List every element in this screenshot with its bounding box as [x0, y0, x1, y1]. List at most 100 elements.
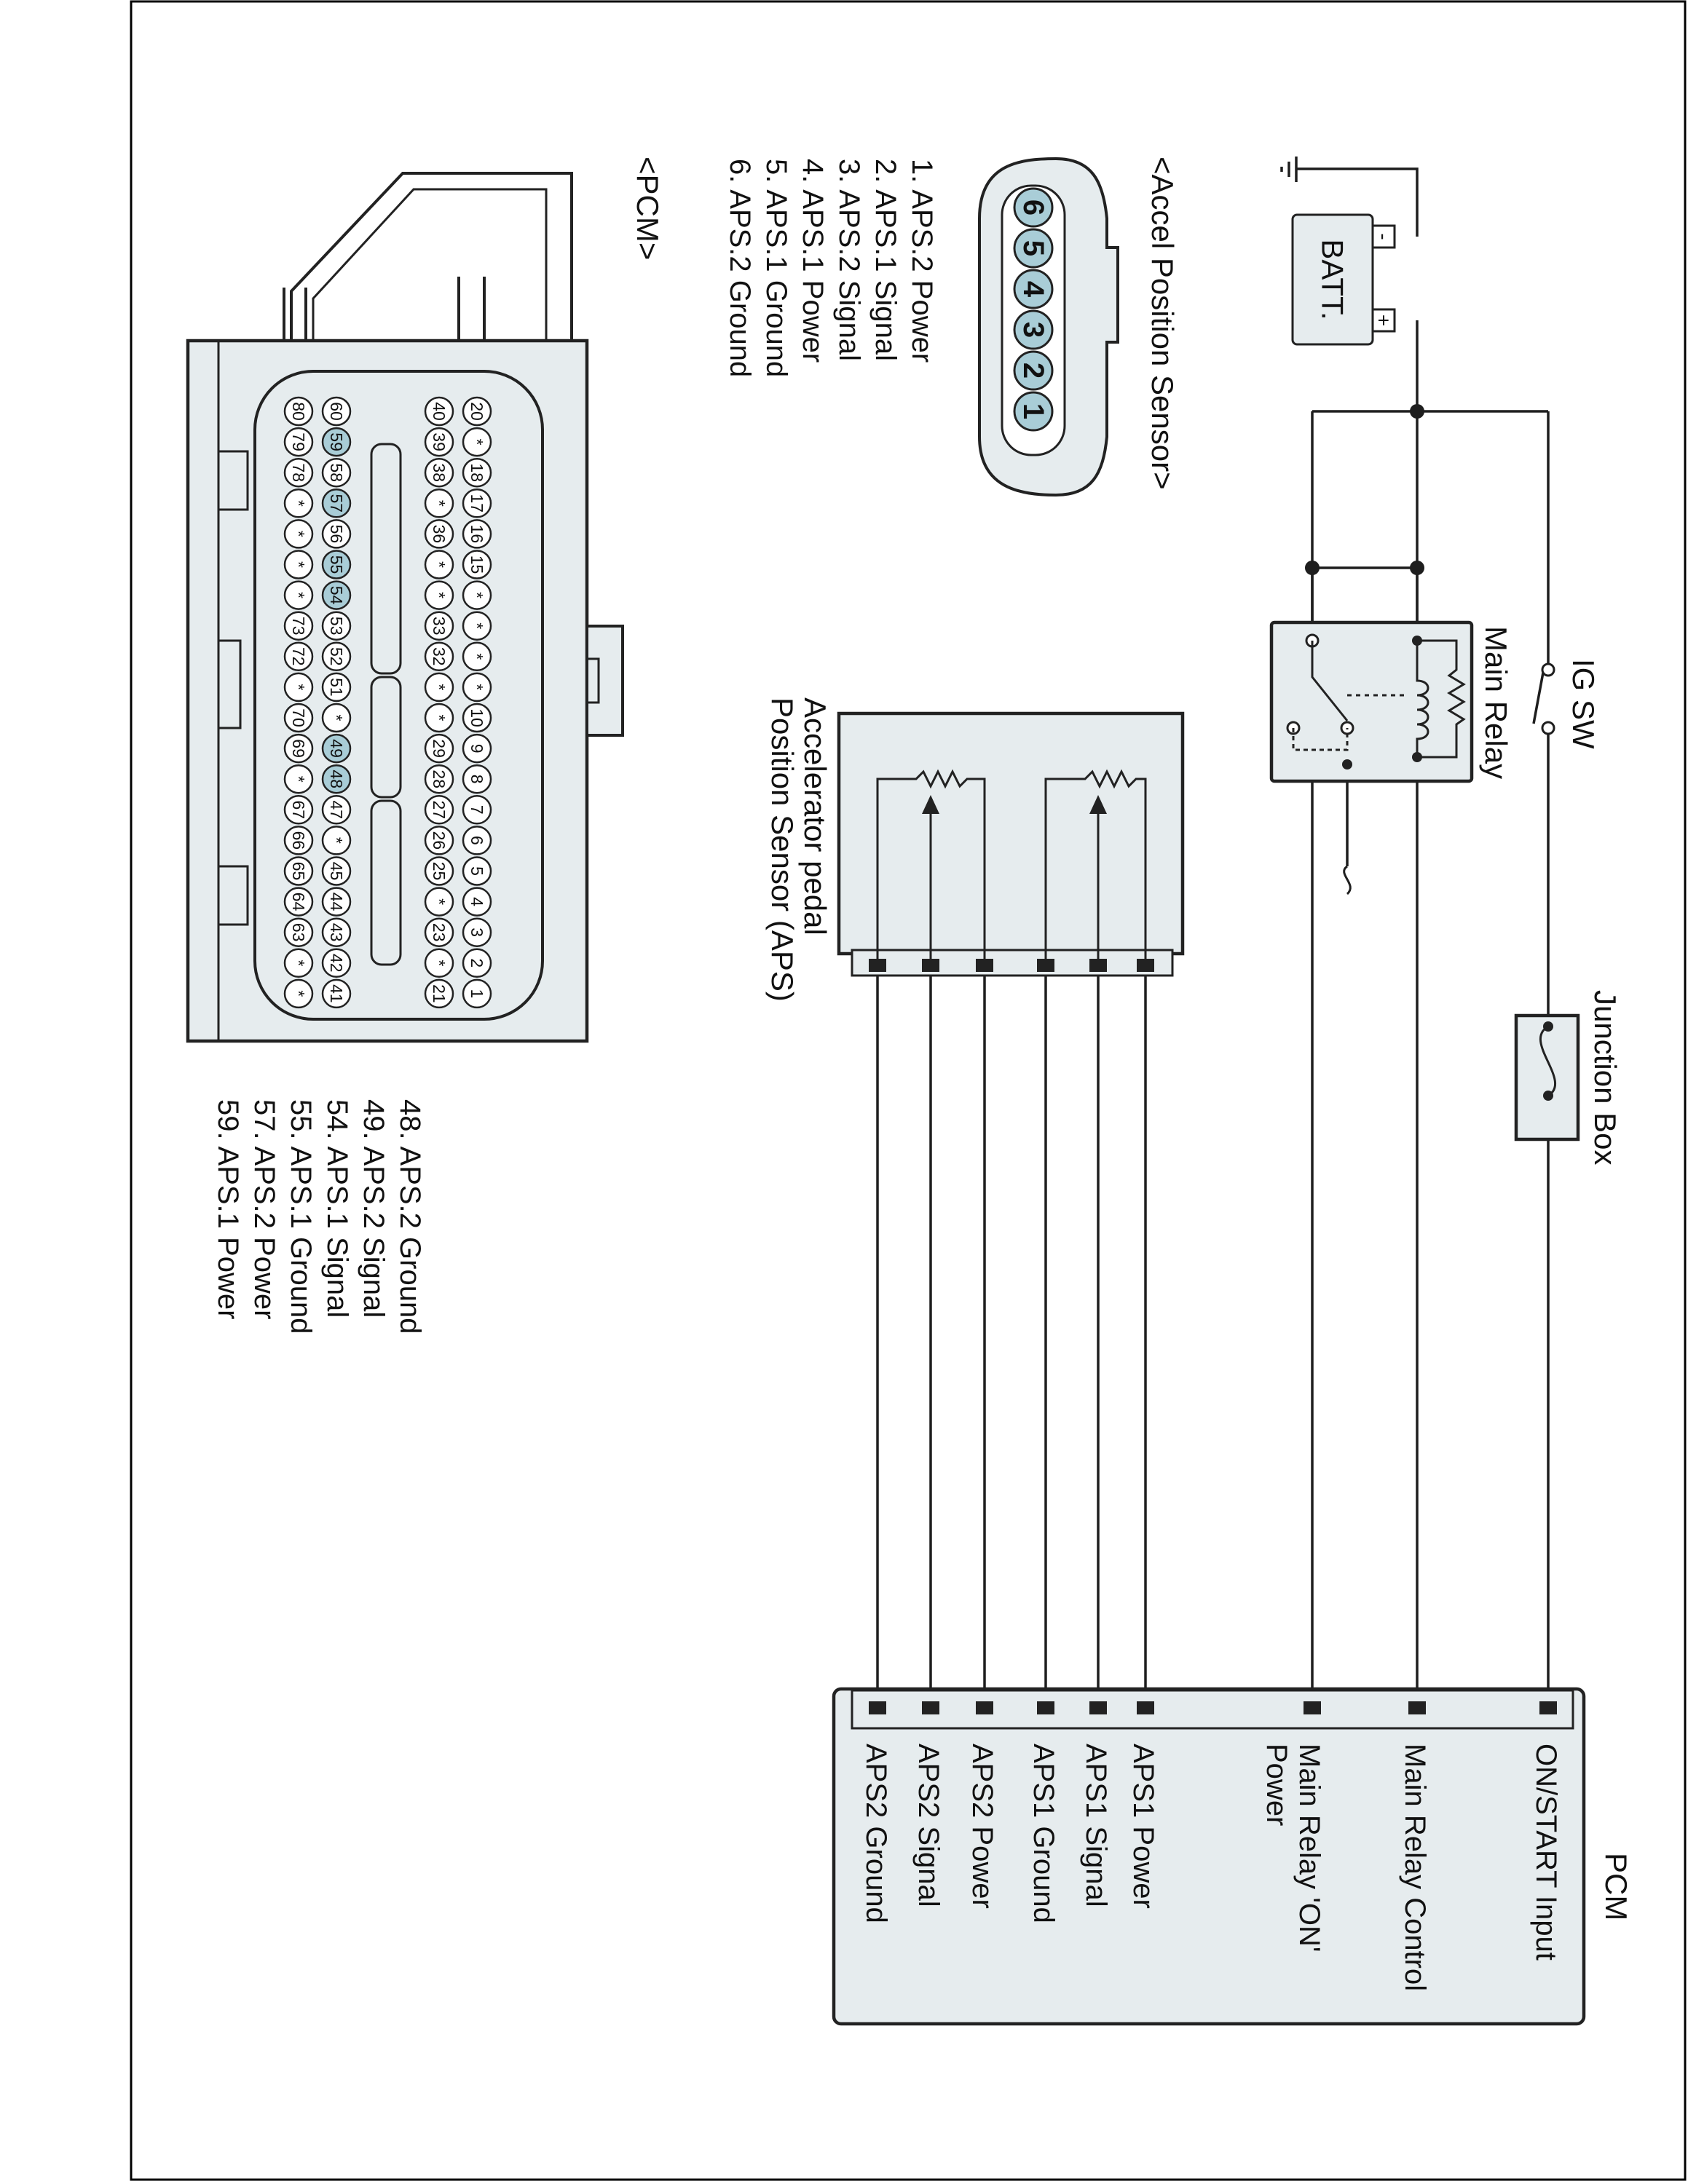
- pcm-pin: 73: [283, 611, 314, 641]
- pcm-pin: 67: [283, 795, 314, 825]
- svg-text:29: 29: [430, 739, 449, 758]
- pcm-pin: 4: [462, 887, 492, 917]
- svg-text:16: 16: [468, 525, 486, 544]
- svg-text:*: *: [289, 500, 308, 507]
- svg-text:*: *: [289, 990, 308, 997]
- aps-label-line1: Accelerator pedal: [798, 697, 832, 935]
- svg-text:18: 18: [468, 463, 486, 482]
- pcm-terminal-aps2-ground: APS2 Ground: [860, 1744, 892, 1923]
- svg-text:7: 7: [468, 805, 486, 815]
- pcm-pin: *: [462, 427, 492, 457]
- svg-text:5: 5: [1017, 240, 1049, 256]
- pcm-pin: *: [462, 580, 492, 610]
- svg-text:43: 43: [327, 923, 346, 942]
- pcm-legend-item: 57. APS.2 Power: [248, 1099, 280, 1319]
- svg-text:*: *: [430, 592, 449, 598]
- svg-text:27: 27: [430, 801, 449, 820]
- svg-text:*: *: [327, 837, 346, 844]
- svg-text:65: 65: [289, 862, 308, 881]
- aps-sensor: Accelerator pedal Position Sensor (APS): [765, 697, 1185, 1002]
- pcm-pin: 39: [424, 427, 454, 457]
- pcm-pin: 65: [283, 856, 314, 886]
- accel-connector-title: <Accel Position Sensor>: [1145, 157, 1180, 490]
- pcm-pin: 44: [321, 887, 352, 917]
- pcm-pin: 38: [424, 457, 454, 488]
- svg-text:*: *: [327, 715, 346, 721]
- svg-text:*: *: [430, 500, 449, 507]
- svg-text:80: 80: [289, 402, 308, 421]
- svg-text:59: 59: [327, 432, 346, 451]
- svg-text:*: *: [468, 592, 486, 598]
- pcm-pin: 40: [424, 396, 454, 427]
- pcm-pin: *: [321, 826, 352, 855]
- pcm-pin: 55: [321, 550, 352, 579]
- pcm-pin: 69: [283, 733, 314, 764]
- junction-dot: [1410, 404, 1424, 419]
- pcm-legend-item: 59. APS.1 Power: [212, 1099, 244, 1319]
- svg-text:*: *: [468, 653, 486, 660]
- pcm-connector: <PCM> 20*18171615****10987654321403938*3…: [186, 157, 665, 1334]
- pcm-pin: *: [424, 488, 454, 518]
- ig-switch: IG SW: [1532, 659, 1601, 749]
- svg-text:21: 21: [430, 984, 449, 1003]
- main-relay-label: Main Relay: [1479, 626, 1513, 779]
- pcm-pin: 18: [462, 457, 492, 488]
- svg-text:3: 3: [468, 927, 486, 937]
- svg-text:78: 78: [289, 463, 308, 482]
- pcm-pin: *: [283, 580, 314, 610]
- pcm-pin: 23: [424, 917, 454, 947]
- pcm-pin: 9: [462, 733, 492, 764]
- main-relay: Main Relay: [1269, 620, 1513, 783]
- pcm-pin: 2: [462, 948, 492, 978]
- svg-text:42: 42: [327, 954, 346, 973]
- pcm-pin: 5: [462, 856, 492, 886]
- svg-text:*: *: [468, 439, 486, 446]
- svg-text:2: 2: [1017, 363, 1049, 379]
- svg-text:73: 73: [289, 617, 308, 636]
- svg-text:4: 4: [1017, 281, 1049, 298]
- pcm-pin: 16: [462, 519, 492, 549]
- pcm-pin: 6: [462, 826, 492, 855]
- pcm-pin: 1: [462, 978, 492, 1009]
- pcm-pin: 29: [424, 733, 454, 764]
- pcm-pin: 32: [424, 641, 454, 672]
- junction-dot: [1410, 561, 1424, 575]
- pcm-pin: 47: [321, 795, 352, 825]
- accel-pin: 2: [1013, 350, 1054, 391]
- accel-pin: 6: [1013, 187, 1054, 228]
- svg-text:4: 4: [468, 897, 486, 906]
- pcm-pin: 79: [283, 427, 314, 457]
- svg-text:48: 48: [327, 769, 346, 788]
- svg-text:*: *: [289, 561, 308, 568]
- accel-connector-legend: 1. APS.2 Power 2. APS.1 Signal 3. APS.2 …: [724, 159, 938, 377]
- battery-label: BATT.: [1316, 239, 1350, 320]
- pcm-pin: 8: [462, 764, 492, 794]
- pcm-pin: 54: [321, 580, 352, 610]
- pcm-pin: 72: [283, 641, 314, 672]
- svg-text:1: 1: [1017, 403, 1049, 419]
- accel-legend-item: 2. APS.1 Signal: [869, 159, 902, 361]
- pcm-pin: 58: [321, 457, 352, 488]
- pcm-pin: 43: [321, 917, 352, 947]
- pcm-pin: 20: [462, 396, 492, 427]
- pcm-pin: *: [283, 488, 314, 518]
- svg-text:54: 54: [327, 586, 346, 605]
- pcm-legend-item: 54. APS.1 Signal: [321, 1099, 353, 1318]
- pcm-pin: 53: [321, 611, 352, 641]
- svg-text:15: 15: [468, 555, 486, 574]
- svg-text:41: 41: [327, 984, 346, 1003]
- svg-text:70: 70: [289, 708, 308, 727]
- pcm-terminal-relay-control: Main Relay Control: [1399, 1744, 1431, 1991]
- svg-text:*: *: [430, 898, 449, 905]
- svg-text:6: 6: [468, 836, 486, 845]
- svg-text:3: 3: [1017, 322, 1049, 338]
- accel-connector: <Accel Position Sensor> 6 5 4 3 2 1 1. APS.2 …: [724, 157, 1180, 497]
- svg-text:1: 1: [468, 989, 486, 999]
- pcm-pin: *: [283, 978, 314, 1009]
- pcm-terminal-aps1-power: APS1 Power: [1127, 1744, 1159, 1909]
- svg-text:*: *: [289, 960, 308, 966]
- svg-text:2: 2: [468, 958, 486, 968]
- svg-text:17: 17: [468, 494, 486, 513]
- svg-text:57: 57: [327, 494, 346, 513]
- junction-dot: [1305, 561, 1320, 575]
